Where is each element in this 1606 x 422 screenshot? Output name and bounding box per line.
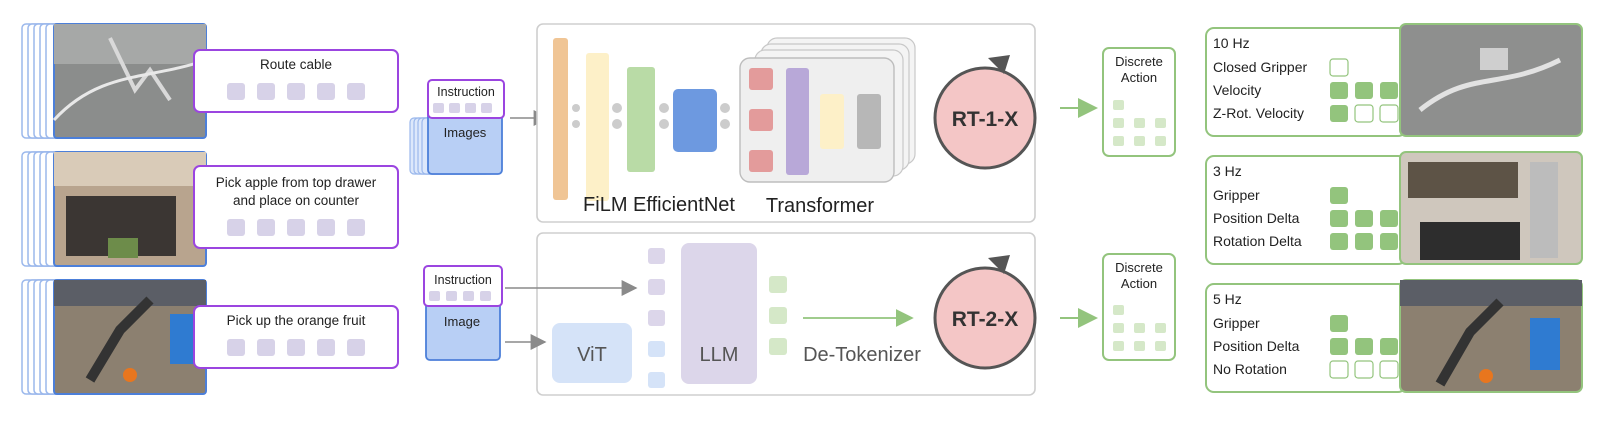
instruction-token xyxy=(227,83,245,100)
rt1-x-label: RT-1-X xyxy=(952,108,1019,131)
instruction-text-2: Pick apple from top drawer and place on c… xyxy=(216,175,377,208)
transformer-label: Transformer xyxy=(766,195,875,217)
transformer-stack xyxy=(739,37,916,183)
robot-frequency: 10 Hz xyxy=(1213,35,1250,51)
action-token-filled xyxy=(1355,233,1373,250)
film-efficientnet-label: FiLM EfficientNet xyxy=(583,194,735,216)
rt1-discrete-action-label-line: Discrete xyxy=(1115,54,1163,69)
action-token-filled xyxy=(1355,210,1373,227)
instruction-tokens-3 xyxy=(227,339,365,356)
instruction-text-3-line: Pick up the orange fruit xyxy=(227,313,366,328)
instruction-token xyxy=(347,219,365,236)
instruction-text-1: Route cable xyxy=(260,57,332,72)
instruction-token xyxy=(287,83,305,100)
action-token-filled xyxy=(1330,82,1348,99)
action-token-filled xyxy=(1380,210,1398,227)
instruction-token xyxy=(317,339,335,356)
rt2-instruction-label: Instruction xyxy=(434,273,492,287)
rt2-x-model: RT-2-X xyxy=(933,255,1037,370)
episode-2: Pick apple from top drawer and place on c… xyxy=(21,151,399,267)
image-stack-2 xyxy=(21,151,207,267)
action-dimension-label: Gripper xyxy=(1213,315,1260,331)
rt2-token-column xyxy=(648,248,665,388)
action-token-filled xyxy=(1380,82,1398,99)
action-token-filled xyxy=(1355,338,1373,355)
action-token-empty xyxy=(1379,360,1399,379)
rt1-inputs: Instruction Images xyxy=(409,79,505,175)
instruction-token xyxy=(257,83,275,100)
instruction-text-3: Pick up the orange fruit xyxy=(227,313,366,328)
rt1-discrete-action-label-line: Action xyxy=(1121,70,1157,85)
action-dimension-label: Z-Rot. Velocity xyxy=(1213,105,1304,121)
robot-frequency: 3 Hz xyxy=(1213,163,1242,179)
detokenizer-label: De-Tokenizer xyxy=(803,344,921,366)
rt2-inputs: Instruction Image xyxy=(423,265,503,361)
instruction-tokens-1 xyxy=(227,83,365,100)
action-token-filled xyxy=(1330,187,1348,204)
robot-frequency: 5 Hz xyxy=(1213,291,1242,307)
instruction-token xyxy=(317,83,335,100)
action-dimension-label: Closed Gripper xyxy=(1213,59,1307,75)
vit-block xyxy=(552,323,632,383)
instruction-token xyxy=(347,339,365,356)
action-dimension-label: Position Delta xyxy=(1213,210,1300,226)
rt2-image-label: Image xyxy=(444,314,480,329)
instruction-tokens-2 xyxy=(227,219,365,236)
episode-3: Pick up the orange fruit xyxy=(21,279,399,395)
action-token-empty xyxy=(1354,104,1374,123)
action-token-filled xyxy=(1380,338,1398,355)
action-token-empty xyxy=(1329,360,1349,379)
rt2-discrete-action-label-line: Action xyxy=(1121,276,1157,291)
image-stack-1 xyxy=(21,23,207,139)
episode-1: Route cable xyxy=(21,23,399,139)
action-token-filled xyxy=(1330,233,1348,250)
action-token-filled xyxy=(1355,82,1373,99)
instruction-token xyxy=(257,219,275,236)
action-token-empty xyxy=(1329,58,1349,77)
rt1-images-label: Images xyxy=(444,125,487,140)
action-token-empty xyxy=(1354,360,1374,379)
instruction-token xyxy=(347,83,365,100)
action-token-filled xyxy=(1380,233,1398,250)
action-token-filled xyxy=(1330,315,1348,332)
action-dimension-label: No Rotation xyxy=(1213,361,1287,377)
action-dimension-label: Rotation Delta xyxy=(1213,233,1302,249)
instruction-token xyxy=(287,339,305,356)
instruction-token xyxy=(287,219,305,236)
instruction-token xyxy=(227,339,245,356)
action-dimension-label: Gripper xyxy=(1213,187,1260,203)
rt2-output-tokens xyxy=(769,276,787,355)
action-token-filled xyxy=(1330,338,1348,355)
instruction-text-2-line: and place on counter xyxy=(233,193,360,208)
action-token-empty xyxy=(1379,104,1399,123)
instruction-token xyxy=(317,219,335,236)
instruction-token xyxy=(257,339,275,356)
action-dimension-label: Velocity xyxy=(1213,82,1261,98)
instruction-text-1-line: Route cable xyxy=(260,57,332,72)
vit-label: ViT xyxy=(577,344,607,366)
instruction-token xyxy=(227,219,245,236)
rt1-instruction-label: Instruction xyxy=(437,85,495,99)
llm-label: LLM xyxy=(700,344,739,366)
rt2-discrete-action-label-line: Discrete xyxy=(1115,260,1163,275)
rt2-x-label: RT-2-X xyxy=(952,308,1019,331)
instruction-text-2-line: Pick apple from top drawer xyxy=(216,175,377,190)
action-token-filled xyxy=(1330,105,1348,122)
action-token-filled xyxy=(1330,210,1348,227)
image-stack-3 xyxy=(21,279,207,395)
rt1-x-model: RT-1-X xyxy=(933,55,1037,170)
llm-block xyxy=(681,243,757,384)
action-dimension-label: Position Delta xyxy=(1213,338,1300,354)
film-efficientnet-blocks xyxy=(553,38,730,201)
